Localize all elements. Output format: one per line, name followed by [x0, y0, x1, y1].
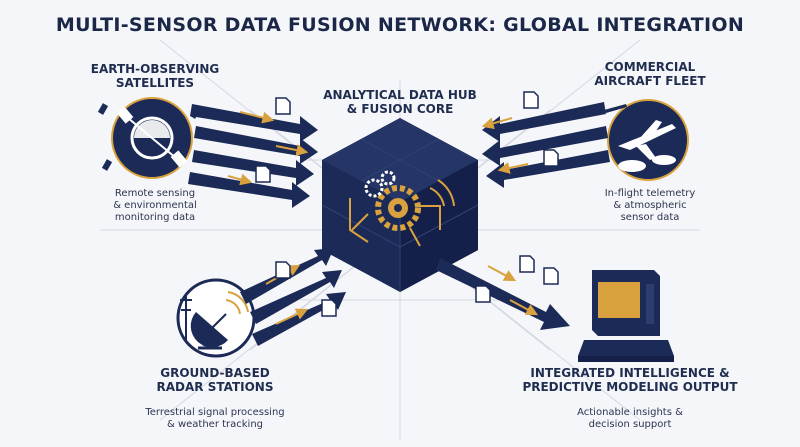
aircraft-title: COMMERCIAL AIRCRAFT FLEET	[594, 60, 706, 88]
fusion-core-hub	[321, 118, 479, 292]
output-description: Actionable insights & decision support	[577, 407, 683, 430]
radar-title: GROUND-BASED RADAR STATIONS	[156, 366, 274, 394]
document-icon	[321, 299, 337, 317]
document-icon	[523, 91, 539, 109]
satellite-icon	[116, 106, 188, 168]
document-icon	[275, 97, 291, 115]
satellites-description: Remote sensing & environmental monitorin…	[113, 188, 197, 223]
document-icon	[475, 285, 491, 303]
radar-input-arrows	[240, 248, 346, 346]
aircraft-node	[604, 99, 689, 181]
small-airplane-icon	[604, 104, 627, 113]
satellite-input-arrows	[188, 104, 318, 208]
gold-flow-arrows	[227, 111, 539, 325]
circuit-traces	[349, 179, 455, 247]
document-icons	[255, 91, 559, 317]
radar-description: Terrestrial signal processing & weather …	[145, 407, 285, 430]
gears-icon	[364, 170, 421, 231]
document-icon	[519, 255, 535, 273]
hub-title: ANALYTICAL DATA HUB & FUSION CORE	[323, 88, 477, 116]
document-icon	[543, 149, 559, 167]
aircraft-input-arrows	[482, 102, 610, 188]
aircraft-description: In-flight telemetry & atmospheric sensor…	[604, 188, 696, 223]
document-icon	[275, 261, 291, 279]
output-node	[578, 270, 674, 362]
satellite-node	[97, 97, 201, 179]
radar-dish-icon	[180, 291, 249, 350]
page-title: MULTI-SENSOR DATA FUSION NETWORK: GLOBAL…	[55, 14, 745, 36]
airplane-icon	[618, 120, 676, 172]
computer-terminal-icon	[578, 270, 674, 362]
satellites-title: EARTH-OBSERVING SATELLITES	[90, 62, 220, 90]
document-icon	[255, 165, 271, 183]
document-icon	[543, 267, 559, 285]
output-title: INTEGRATED INTELLIGENCE & PREDICTIVE MOD…	[522, 366, 738, 394]
